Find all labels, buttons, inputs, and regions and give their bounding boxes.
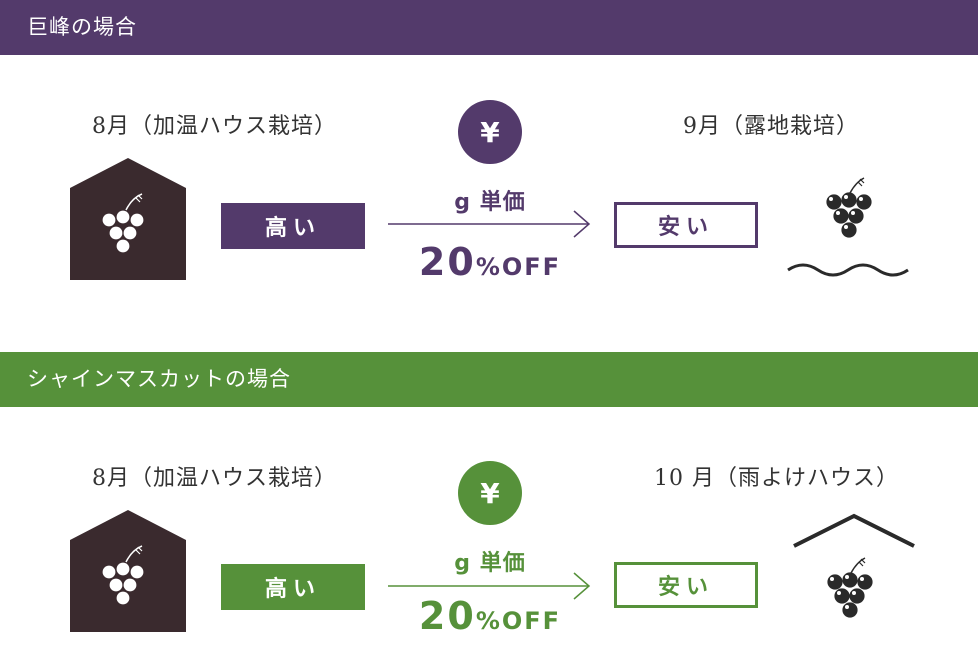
shine-low-price-label: 安い: [614, 562, 758, 608]
kyoho-header: 巨峰の場合: [0, 0, 978, 55]
shine-unit-price-label: g 単価: [454, 551, 526, 576]
shine-discount-number: 20: [418, 594, 476, 638]
shine-arrow-icon: [388, 572, 591, 600]
shine-muscat-section: シャインマスカットの場合 8月（加温ハウス栽培） 10 月（雨よけハウス） 高い…: [0, 352, 980, 672]
kyoho-discount: 20%OFF: [390, 240, 590, 284]
kyoho-yen-icon: ¥: [458, 100, 522, 164]
kyoho-left-label: 8月（加温ハウス栽培）: [92, 114, 337, 139]
shine-right-label: 10 月（雨よけハウス）: [654, 466, 899, 491]
shine-yen-icon: ¥: [458, 461, 522, 525]
shine-discount-suffix: %OFF: [475, 607, 562, 635]
shine-discount: 20%OFF: [390, 594, 590, 638]
kyoho-section: 巨峰の場合 8月（加温ハウス栽培） 9月（露地栽培） 高い ¥ g 単価 20%…: [0, 0, 980, 320]
greenhouse-grape-icon: [70, 158, 186, 280]
shine-high-price-label: 高い: [221, 564, 365, 610]
greenhouse-grape-icon: [70, 510, 186, 632]
kyoho-low-price-label: 安い: [614, 202, 758, 248]
kyoho-high-price-label: 高い: [221, 203, 365, 249]
open-field-grape-icon: [787, 177, 909, 277]
kyoho-discount-suffix: %OFF: [475, 253, 562, 281]
shine-muscat-header: シャインマスカットの場合: [0, 352, 978, 407]
kyoho-unit-price-label: g 単価: [454, 190, 526, 215]
kyoho-arrow-icon: [388, 210, 591, 238]
kyoho-discount-number: 20: [418, 240, 476, 284]
shine-left-label: 8月（加温ハウス栽培）: [92, 466, 337, 491]
kyoho-right-label: 9月（露地栽培）: [683, 114, 859, 139]
rain-shelter-grape-icon: [793, 513, 915, 618]
